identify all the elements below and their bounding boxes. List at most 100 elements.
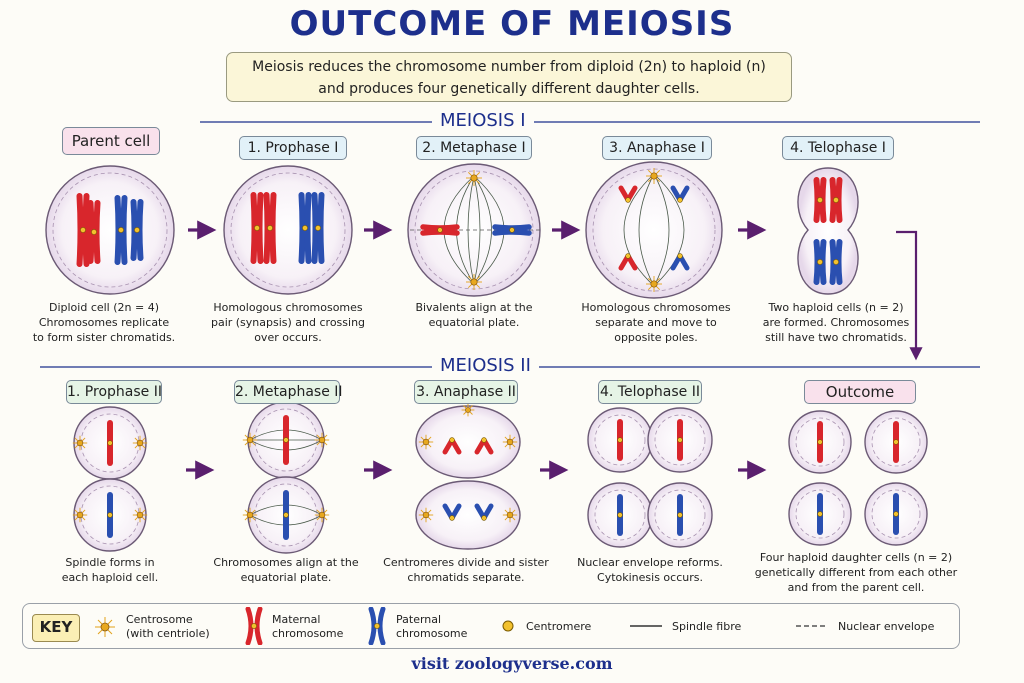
caption-line: are formed. Chromosomes — [762, 316, 910, 329]
centrosome-icon — [646, 276, 662, 292]
connector-arrow — [896, 230, 923, 361]
prophase2-label: 1. Prophase II — [66, 380, 162, 404]
meiosis2-title: MEIOSIS II — [432, 355, 539, 376]
caption-line: Spindle forms in — [65, 556, 155, 569]
centromere — [625, 197, 631, 203]
caption-line: opposite poles. — [614, 331, 698, 344]
centromere — [893, 511, 899, 517]
caption-line: Four haploid daughter cells (n = 2) — [759, 551, 953, 564]
caption-line: Diploid cell (2n = 4) — [48, 301, 160, 314]
centromere — [833, 197, 839, 203]
centromere — [677, 253, 683, 259]
centromere — [134, 227, 140, 233]
centrosome-icon — [466, 274, 482, 290]
key-paternal-text: Paternal chromosome — [396, 613, 467, 641]
centromere — [509, 227, 515, 233]
nuclear-envelope — [654, 414, 706, 466]
caption-line: Two haploid cells (n = 2) — [768, 301, 904, 314]
key-centrosome-text: Centrosome (with centriole) — [126, 613, 210, 641]
metaphase2-caption: Chromosomes align at the equatorial plat… — [196, 555, 376, 585]
nuclear-envelope — [230, 172, 346, 288]
nuclear-envelope — [594, 489, 646, 541]
spindle-fibre — [653, 173, 685, 287]
parent-caption: Diploid cell (2n = 4) Chromosomes replic… — [14, 300, 194, 345]
spindle-fibre — [623, 173, 655, 287]
centromere — [817, 259, 823, 265]
caption-line: still have two chromatids. — [765, 331, 907, 344]
caption-line: separate and move to — [595, 316, 717, 329]
telophase2-caption: Nuclear envelope reforms. Cytokinesis oc… — [562, 555, 738, 585]
key-line: Paternal — [396, 613, 442, 626]
caption-line: over occurs. — [254, 331, 322, 344]
page-title: OUTCOME OF MEIOSIS — [289, 4, 735, 44]
centromere — [449, 515, 455, 521]
centromere — [107, 440, 113, 446]
centrosome-icon — [646, 168, 662, 184]
key-line: Centrosome — [126, 613, 193, 626]
key-line: Maternal — [272, 613, 321, 626]
spindle-fibre — [456, 175, 475, 285]
key-box — [22, 603, 960, 649]
parent-cell-label: Parent cell — [62, 127, 160, 155]
centromere — [302, 225, 308, 231]
nuclear-envelope — [654, 489, 706, 541]
key-envelope-text: Nuclear envelope — [838, 620, 935, 633]
outcome-label: Outcome — [804, 380, 916, 404]
key-line: chromosome — [272, 627, 344, 640]
centromere — [833, 259, 839, 265]
centrosome-icon — [132, 435, 148, 451]
nuclear-envelope — [594, 414, 646, 466]
nuclear-envelope — [871, 417, 921, 467]
metaphase1-caption: Bivalents align at the equatorial plate. — [384, 300, 564, 330]
anaphase2-caption: Centromeres divide and sister chromatids… — [376, 555, 556, 585]
key-tag: KEY — [32, 614, 80, 642]
centrosome-icon — [72, 435, 88, 451]
telophase1-caption: Two haploid cells (n = 2) are formed. Ch… — [746, 300, 926, 345]
anaphase2-cell-bottom — [415, 480, 521, 550]
centromere — [283, 512, 289, 518]
key-spindle-text: Spindle fibre — [672, 620, 742, 633]
spindle-fibre — [653, 173, 670, 287]
caption-line: Centromeres divide and sister — [383, 556, 549, 569]
centromere — [481, 437, 487, 443]
centrosome-icon — [242, 507, 258, 523]
centrosome-icon — [95, 617, 115, 637]
maternal-chromosome-icon — [245, 607, 263, 645]
centrosome-icon — [72, 507, 88, 523]
meiosis1-title: MEIOSIS I — [432, 110, 534, 131]
key-maternal-text: Maternal chromosome — [272, 613, 343, 641]
centromere — [677, 197, 683, 203]
footer-link[interactable]: visit zoologyverse.com — [411, 654, 613, 673]
intro-box: Meiosis reduces the chromosome number fr… — [226, 52, 792, 102]
centromere — [80, 227, 86, 233]
prophase1-cell — [223, 165, 353, 295]
spindle-fibre — [473, 175, 481, 285]
centromere-icon — [502, 620, 514, 632]
caption-line: Cytokinesis occurs. — [597, 571, 703, 584]
centromere — [617, 512, 623, 518]
nuclear-envelope — [871, 489, 921, 539]
key-centromere-text: Centromere — [526, 620, 592, 633]
centromere — [817, 511, 823, 517]
key-line: (with centriole) — [126, 627, 210, 640]
centromere — [817, 439, 823, 445]
centrosome-icon — [461, 403, 475, 417]
caption-line: Homologous chromosomes — [581, 301, 731, 314]
centrosome-icon — [502, 434, 518, 450]
centromere — [91, 229, 97, 235]
anaphase2-label: 3. Anaphase II — [414, 380, 518, 404]
metaphase2-label: 2. Metaphase II — [234, 380, 343, 404]
caption-line: Nuclear envelope reforms. — [577, 556, 723, 569]
prophase1-label: 1. Prophase I — [239, 136, 347, 160]
telophase1-cell — [797, 167, 859, 295]
centromere — [481, 515, 487, 521]
nuclear-envelope — [52, 172, 168, 288]
centromere — [625, 253, 631, 259]
paternal-chromosome-icon — [368, 607, 386, 645]
nuclear-envelope — [795, 489, 845, 539]
anaphase1-caption: Homologous chromosomes separate and move… — [566, 300, 746, 345]
caption-line: equatorial plate. — [240, 571, 332, 584]
centrosome-icon — [418, 434, 434, 450]
centrosome-icon — [418, 507, 434, 523]
centromere — [677, 512, 683, 518]
